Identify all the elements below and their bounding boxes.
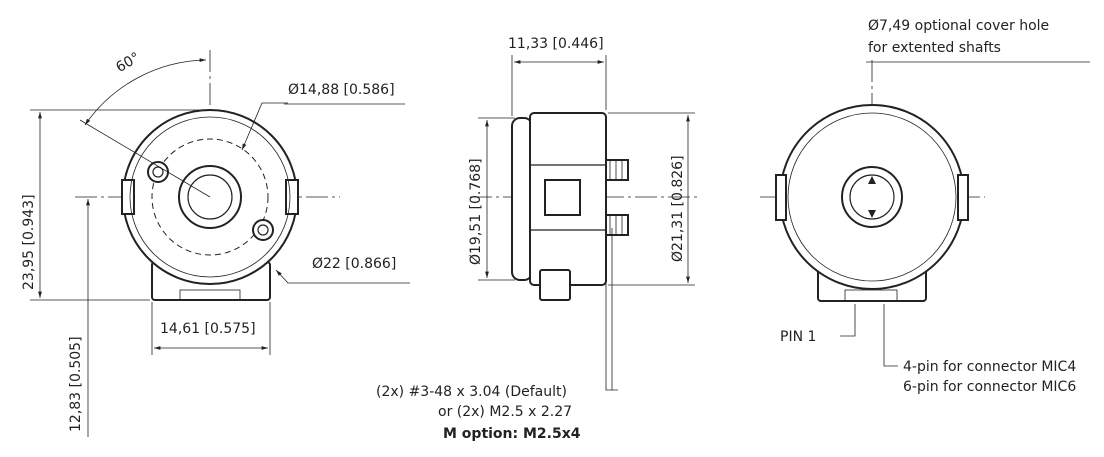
bolt-circle-diameter-label: Ø14,88 [0.586] <box>288 82 395 98</box>
front-view: 60° Ø14,88 [0.586] Ø22 [0.866] 23,95 [0.… <box>21 50 410 437</box>
cover-hole-label-line2: for extented shafts <box>868 40 1001 56</box>
screw-note-metric: or (2x) M2.5 x 2.27 <box>438 404 572 420</box>
center-height-label: 12,83 [0.505] <box>68 336 84 432</box>
rear-diameter-label: Ø21,31 [0.826] <box>670 155 686 262</box>
screw-note-default: (2x) #3-48 x 3.04 (Default) <box>376 384 567 400</box>
connector-note-mic6: 6-pin for connector MIC6 <box>903 379 1076 395</box>
connector-width-label: 14,61 [0.575] <box>160 321 256 337</box>
side-view: 11,33 [0.446] Ø19,51 [0.768] Ø21,31 [0.8… <box>376 36 700 442</box>
angle-label: 60° <box>113 50 143 76</box>
pin-1-label: PIN 1 <box>780 329 816 345</box>
connector-note-mic4: 4-pin for connector MIC4 <box>903 359 1076 375</box>
screw-note-m-option: M option: M2.5x4 <box>443 426 581 442</box>
outer-diameter-label: Ø22 [0.866] <box>312 256 396 272</box>
rear-view: Ø7,49 optional cover hole for extented s… <box>760 18 1090 395</box>
depth-label: 11,33 [0.446] <box>508 36 604 52</box>
cover-hole-label-line1: Ø7,49 optional cover hole <box>868 18 1049 34</box>
height-label: 23,95 [0.943] <box>21 194 37 290</box>
front-diameter-label: Ø19,51 [0.768] <box>468 158 484 265</box>
